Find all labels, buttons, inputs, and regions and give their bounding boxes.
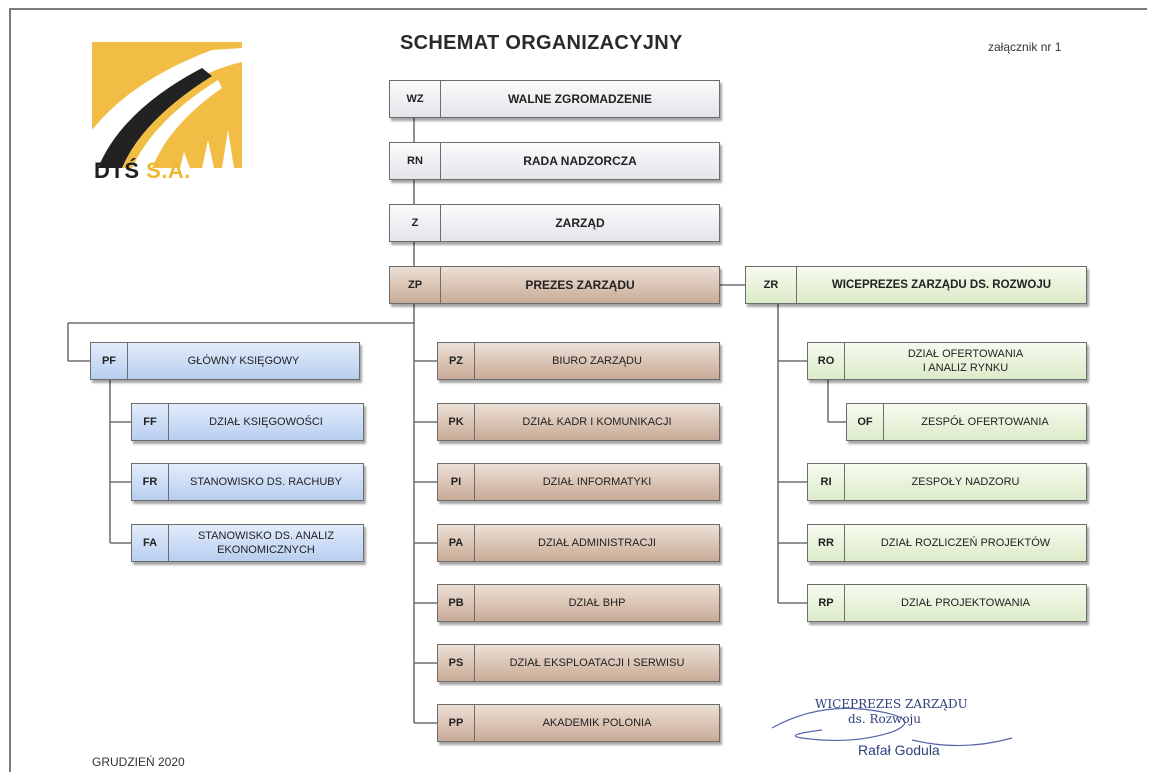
node-rp: RP DZIAŁ PROJEKTOWANIA xyxy=(807,584,1087,622)
node-code: FR xyxy=(132,464,169,500)
node-rr: RR DZIAŁ ROZLICZEŃ PROJEKTÓW xyxy=(807,524,1087,562)
node-fa: FA STANOWISKO DS. ANALIZ EKONOMICZNYCH xyxy=(131,524,364,562)
node-ps: PS DZIAŁ EKSPLOATACJI I SERWISU xyxy=(437,644,720,682)
node-label: ZARZĄD xyxy=(441,205,719,241)
node-code: OF xyxy=(847,404,884,440)
node-code: PS xyxy=(438,645,475,681)
dts-logo xyxy=(92,42,242,168)
node-code: ZR xyxy=(746,267,797,303)
node-label: ZESPÓŁ OFERTOWANIA xyxy=(884,404,1086,440)
node-code: RP xyxy=(808,585,845,621)
node-code: FF xyxy=(132,404,169,440)
stamp-name: Rafał Godula xyxy=(858,742,940,758)
logo-company: DTŚ xyxy=(94,158,140,183)
node-ro: RO DZIAŁ OFERTOWANIA I ANALIZ RYNKU xyxy=(807,342,1087,380)
node-zp: ZP PREZES ZARZĄDU xyxy=(389,266,720,304)
node-rn: RN RADA NADZORCZA xyxy=(389,142,720,180)
node-code: WZ xyxy=(390,81,441,117)
node-label: STANOWISKO DS. ANALIZ EKONOMICZNYCH xyxy=(169,525,363,561)
node-label: WALNE ZGROMADZENIE xyxy=(441,81,719,117)
node-code: ZP xyxy=(390,267,441,303)
node-code: FA xyxy=(132,525,169,561)
node-pp: PP AKADEMIK POLONIA xyxy=(437,704,720,742)
node-label: WICEPREZES ZARZĄDU DS. ROZWOJU xyxy=(797,267,1086,303)
node-zr: ZR WICEPREZES ZARZĄDU DS. ROZWOJU xyxy=(745,266,1087,304)
node-label: BIURO ZARZĄDU xyxy=(475,343,719,379)
node-ri: RI ZESPOŁY NADZORU xyxy=(807,463,1087,501)
node-code: Z xyxy=(390,205,441,241)
node-label: DZIAŁ ADMINISTRACJI xyxy=(475,525,719,561)
logo-wordmark: DTŚ S.A. xyxy=(94,158,191,184)
node-pf: PF GŁÓWNY KSIĘGOWY xyxy=(90,342,360,380)
node-label: RADA NADZORCZA xyxy=(441,143,719,179)
node-label: DZIAŁ EKSPLOATACJI I SERWISU xyxy=(475,645,719,681)
node-code: PI xyxy=(438,464,475,500)
node-code: RR xyxy=(808,525,845,561)
annex-label: załącznik nr 1 xyxy=(988,40,1062,54)
node-code: PP xyxy=(438,705,475,741)
node-code: RO xyxy=(808,343,845,379)
node-code: PF xyxy=(91,343,128,379)
page-frame xyxy=(9,8,1147,772)
node-code: RN xyxy=(390,143,441,179)
node-label: DZIAŁ ROZLICZEŃ PROJEKTÓW xyxy=(845,525,1086,561)
node-pi: PI DZIAŁ INFORMATYKI xyxy=(437,463,720,501)
node-code: RI xyxy=(808,464,845,500)
signature-scribble xyxy=(771,707,1013,747)
node-label: DZIAŁ KADR I KOMUNIKACJI xyxy=(475,404,719,440)
node-code: PB xyxy=(438,585,475,621)
footer-date: GRUDZIEŃ 2020 xyxy=(92,755,185,769)
node-code: PZ xyxy=(438,343,475,379)
node-wz: WZ WALNE ZGROMADZENIE xyxy=(389,80,720,118)
node-pk: PK DZIAŁ KADR I KOMUNIKACJI xyxy=(437,403,720,441)
node-pz: PZ BIURO ZARZĄDU xyxy=(437,342,720,380)
node-label: PREZES ZARZĄDU xyxy=(441,267,719,303)
stamp-subtitle: ds. Rozwoju xyxy=(848,712,921,726)
node-label: DZIAŁ OFERTOWANIA I ANALIZ RYNKU xyxy=(845,343,1086,379)
node-label: GŁÓWNY KSIĘGOWY xyxy=(128,343,359,379)
node-label: AKADEMIK POLONIA xyxy=(475,705,719,741)
logo-suffix: S.A. xyxy=(146,158,191,183)
node-fr: FR STANOWISKO DS. RACHUBY xyxy=(131,463,364,501)
node-code: PA xyxy=(438,525,475,561)
stamp-title: WICEPREZES ZARZĄDU xyxy=(815,697,968,711)
node-pb: PB DZIAŁ BHP xyxy=(437,584,720,622)
node-pa: PA DZIAŁ ADMINISTRACJI xyxy=(437,524,720,562)
node-code: PK xyxy=(438,404,475,440)
node-label: STANOWISKO DS. RACHUBY xyxy=(169,464,363,500)
node-z: Z ZARZĄD xyxy=(389,204,720,242)
node-label: DZIAŁ BHP xyxy=(475,585,719,621)
node-label: DZIAŁ INFORMATYKI xyxy=(475,464,719,500)
page-title: SCHEMAT ORGANIZACYJNY xyxy=(400,32,683,54)
node-label: DZIAŁ PROJEKTOWANIA xyxy=(845,585,1086,621)
node-of: OF ZESPÓŁ OFERTOWANIA xyxy=(846,403,1087,441)
node-ff: FF DZIAŁ KSIĘGOWOŚCI xyxy=(131,403,364,441)
node-label: DZIAŁ KSIĘGOWOŚCI xyxy=(169,404,363,440)
node-label: ZESPOŁY NADZORU xyxy=(845,464,1086,500)
